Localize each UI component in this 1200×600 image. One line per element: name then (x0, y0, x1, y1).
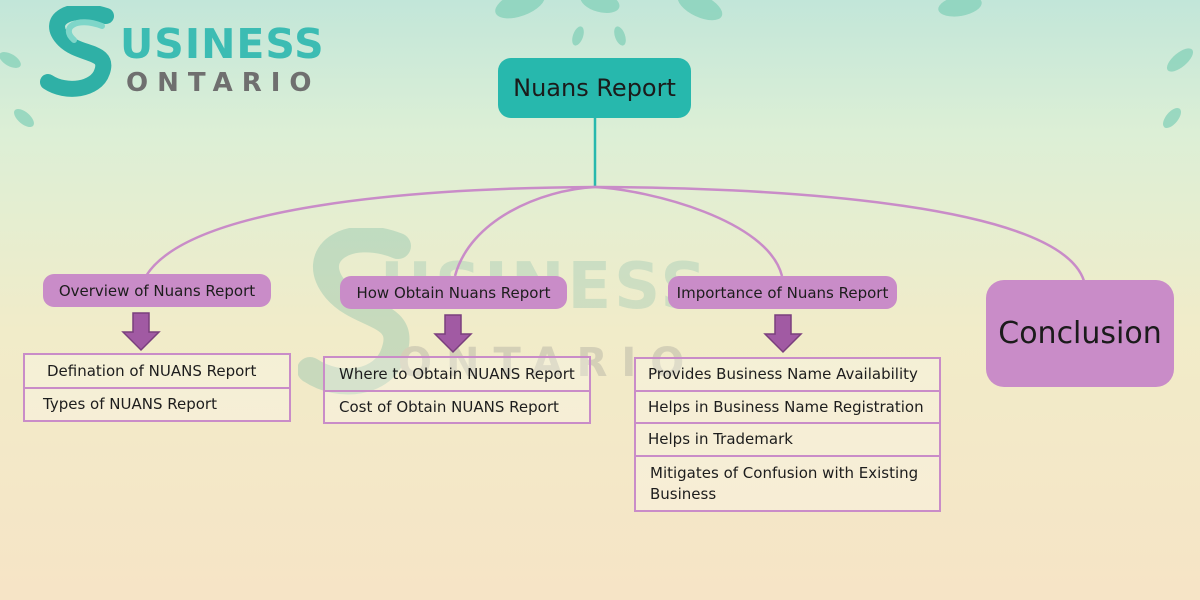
leaf-decoration (0, 0, 1194, 128)
down-arrow-icon (433, 314, 473, 354)
down-arrow-icon (763, 314, 803, 354)
down-arrow-icon (121, 312, 161, 352)
list-item: Cost of Obtain NUANS Report (339, 397, 559, 416)
branch-node-overview: Overview of Nuans Report (43, 274, 271, 307)
importance-list: Provides Business Name Availability Help… (634, 357, 941, 512)
branch-curve-overview (144, 185, 596, 277)
watermark-s-mark-icon (298, 228, 411, 395)
logo-line-2: ONTARIO (126, 68, 321, 98)
logo-s-mark-icon (40, 6, 114, 97)
how-obtain-list: Where to Obtain NUANS Report Cost of Obt… (323, 356, 591, 424)
branch-curve-conclusion (594, 185, 1086, 282)
list-item: Where to Obtain NUANS Report (325, 358, 589, 392)
list-item: Helps in Trademark (636, 424, 939, 457)
logo-line-1: USINESS (120, 20, 325, 68)
list-item: Helps in Business Name Registration (636, 392, 939, 424)
branch-node-how-obtain: How Obtain Nuans Report (340, 276, 567, 309)
branch-curve-importance (594, 185, 784, 277)
branch-node-importance: Importance of Nuans Report (668, 276, 897, 309)
list-item: Mitigates of Confusion with Existing Bus… (650, 463, 919, 503)
list-item: Types of NUANS Report (43, 395, 217, 413)
root-node: Nuans Report (498, 58, 691, 118)
business-ontario-logo: USINESS ONTARIO (40, 6, 340, 102)
branch-curve-how (453, 185, 596, 277)
list-item: Defination of NUANS Report (25, 355, 289, 389)
list-item: Provides Business Name Availability (636, 359, 939, 392)
overview-list: Defination of NUANS Report Types of NUAN… (23, 353, 291, 422)
conclusion-node: Conclusion (986, 280, 1174, 387)
watermark-line-2: ONTARIO (398, 340, 699, 386)
